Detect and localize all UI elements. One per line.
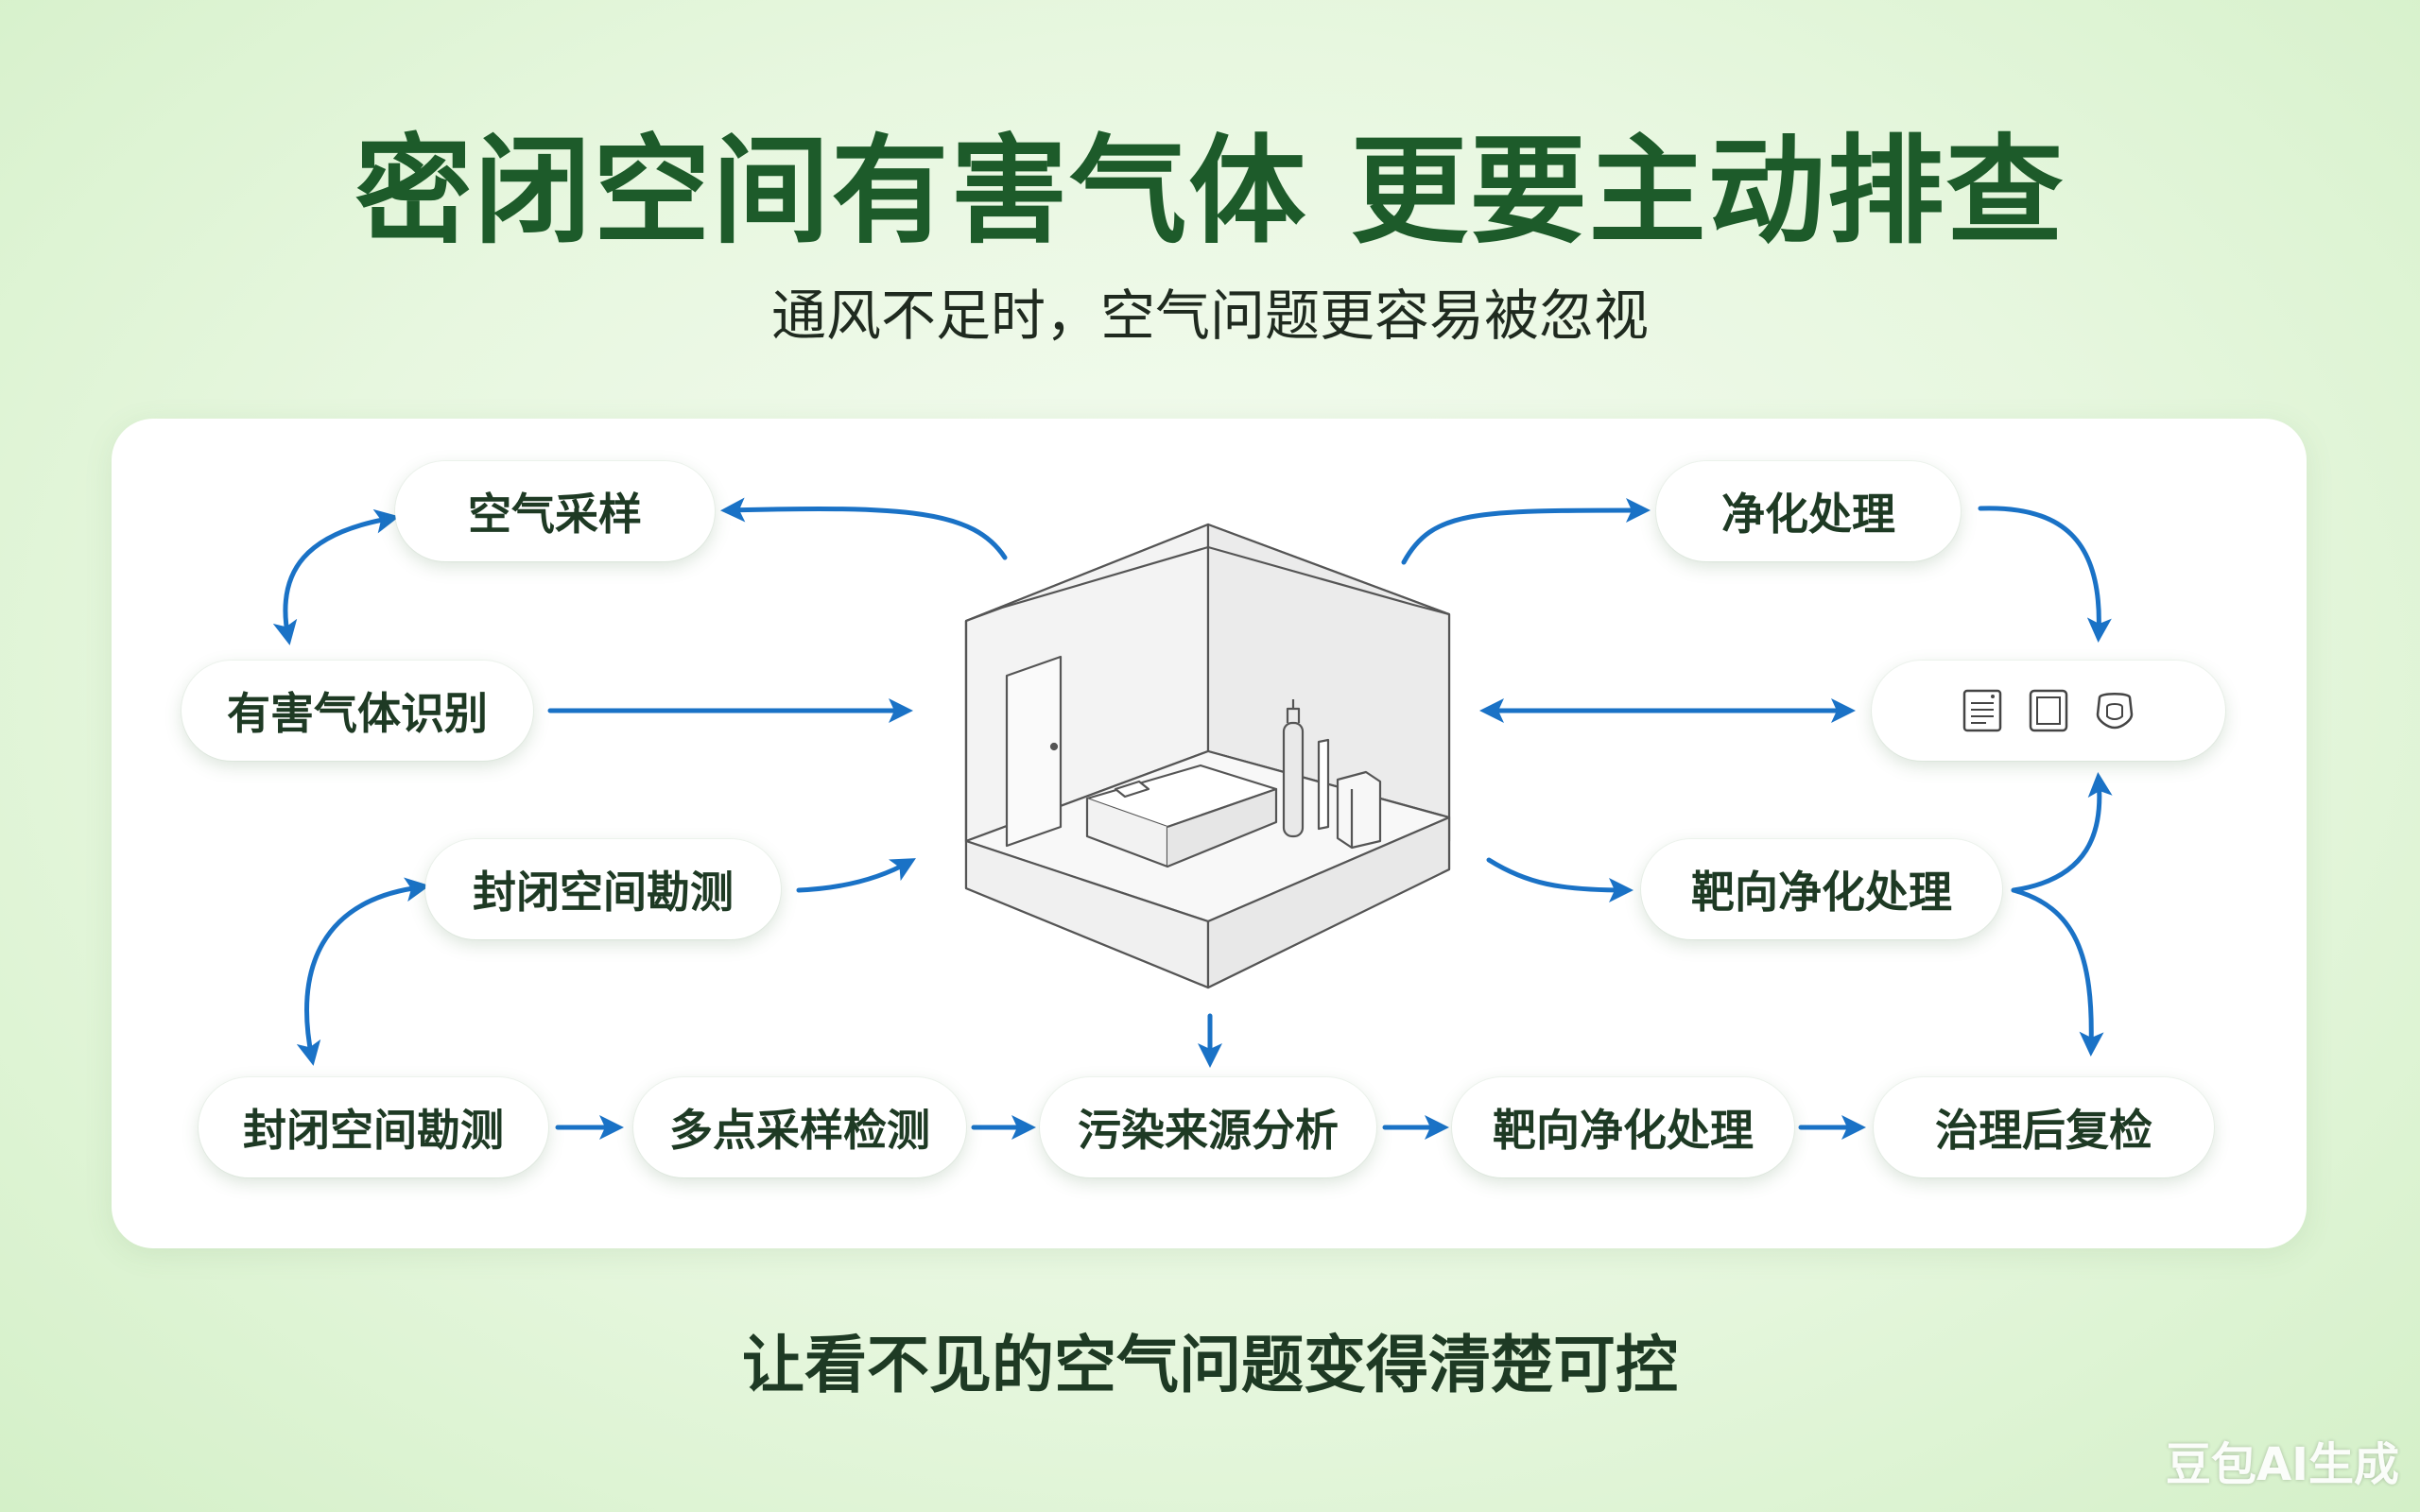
flow-step-2: 多点采样检测 bbox=[633, 1077, 966, 1177]
footer-slogan: 让看不见的空气问题变得清楚可控 bbox=[742, 1329, 1678, 1401]
node-purification: 净化处理 bbox=[1656, 461, 1961, 561]
node-equipment-icons bbox=[1872, 661, 2225, 761]
tablet-icon bbox=[2029, 689, 2068, 732]
watermark: 豆包AI生成 bbox=[2165, 1438, 2399, 1491]
page-title: 密闭空间有害气体 更要主动排查 bbox=[354, 124, 2066, 260]
report-icon bbox=[1962, 689, 2002, 732]
node-confined-space-survey: 封闭空间勘测 bbox=[425, 839, 781, 939]
node-targeted-purification: 靶向净化处理 bbox=[1641, 839, 2002, 939]
flow-step-4: 靶向净化处理 bbox=[1452, 1077, 1794, 1177]
flow-step-5: 治理后复检 bbox=[1874, 1077, 2214, 1177]
node-air-sampling: 空气采样 bbox=[395, 461, 715, 561]
page-subtitle: 通风不足时，空气问题更容易被忽视 bbox=[770, 284, 1649, 348]
flow-step-1: 封闭空间勘测 bbox=[199, 1077, 548, 1177]
flow-step-3: 污染来源分析 bbox=[1040, 1077, 1376, 1177]
room-illustration bbox=[964, 523, 1451, 989]
mask-icon bbox=[2096, 693, 2134, 730]
node-harmful-gas-identification: 有害气体识别 bbox=[182, 661, 533, 761]
